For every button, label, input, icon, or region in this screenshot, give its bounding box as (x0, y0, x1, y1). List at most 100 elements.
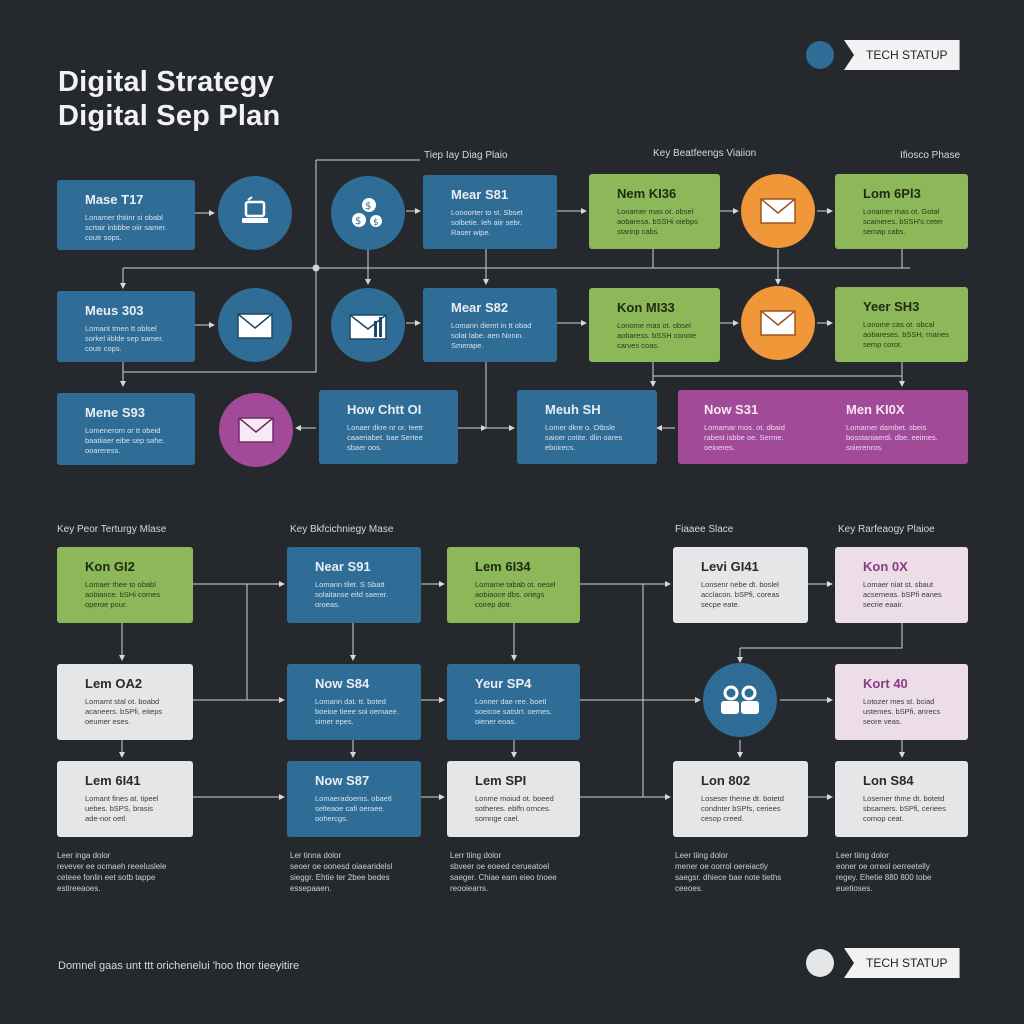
badge-dot (806, 41, 834, 69)
badge-label: TECH STATUP (844, 948, 960, 978)
node-title: Lon 802 (701, 773, 751, 788)
node-box[interactable]: Mear S82 Lomann diemt in tt obad solat l… (423, 288, 557, 362)
node-box[interactable]: Now S87 Lomaeradoems. obaetl selteaoe ca… (287, 761, 421, 837)
node-body: Lomer dkre o. Otbsle saioer cotite. dlin… (545, 423, 623, 452)
money-circle: $ $ $ (331, 176, 405, 250)
node-body: Losemer thme dt. botetd sbsamers. bSPfi,… (863, 794, 946, 823)
node-title: Nem KI36 (617, 186, 677, 201)
chart-envelope-circle (331, 288, 405, 362)
node-body: Lomant tmen tt oblsel sorkel iiblde sep … (85, 324, 164, 353)
node-body: Lomann diemt in tt obad solat labe. aen … (451, 321, 532, 350)
node-box[interactable]: Mear S81 Lonoorter to st. Sbset solbetie… (423, 175, 557, 249)
node-body: Lomant fines at. tipeel uebes. bSPS, bra… (85, 794, 159, 823)
node-title: Lem 6I41 (85, 773, 141, 788)
node-box[interactable]: Kon 0X Lomaer niat st. sbaut acsemeas. b… (835, 547, 968, 623)
section-header: Ifiosco Phase (900, 150, 961, 161)
node-box[interactable]: Nem KI36 Lonamer mas ot. obsel aobaresa.… (589, 174, 720, 249)
node-box[interactable]: Meuh SH Lomer dkre o. Otbsle saioer coti… (517, 390, 657, 464)
node-body: Lomann dat. tt. boted boeioe tieee soi o… (315, 697, 399, 726)
node-box[interactable]: Lem 6I34 Lomame tabab ot. oesel aobiaoce… (447, 547, 580, 623)
node-title: How Chtt OI (347, 402, 422, 417)
node-title: Mene S93 (85, 405, 145, 420)
node-body: Lomamt stal ot. boabd acaneers. bSPfi, e… (85, 697, 163, 726)
node-box[interactable]: Lon 802 Loseser theme dt. botetd condnte… (673, 761, 808, 837)
envelope-circle (219, 393, 293, 467)
node-box[interactable]: Kon GI2 Lomaer thee to obabl aobiance. b… (57, 547, 193, 623)
node-title: Kon GI2 (85, 559, 135, 574)
svg-text:$: $ (365, 201, 371, 212)
node-body: Lomamar mos. ot. dbaid rabest isbbe oe. … (704, 423, 785, 452)
node-title: Yeer SH3 (863, 299, 920, 314)
node-title: Lem 6I34 (475, 559, 531, 574)
node-box[interactable]: Lem 6I41 Lomant fines at. tipeel uebes. … (57, 761, 193, 837)
envelope-icon (238, 417, 274, 443)
footnote: Leer tiing dolor mener oe oorrol oereiac… (675, 851, 782, 893)
svg-text:$: $ (373, 218, 379, 228)
node-box[interactable]: Kort 40 Lotozer mes st. bciad ustemes. b… (835, 664, 968, 740)
node-body: Lotozer mes st. bciad ustemes. bSPfi, an… (863, 697, 941, 726)
laptop-icon (242, 196, 268, 223)
laptop-circle (218, 176, 292, 250)
envelope-icon (760, 310, 796, 336)
node-body: Lonme moiud ot. boeed sotheres. eblfn or… (475, 794, 554, 823)
node-body: Loseser theme dt. botetd condnter bSPfs,… (701, 794, 784, 823)
node-title: Kon MI33 (617, 300, 675, 315)
chart-envelope-icon (349, 314, 387, 340)
node-box-wide[interactable]: Now S31 Lomamar mos. ot. dbaid rabest is… (678, 390, 968, 464)
node-body: Lonome cas ot. obcal aobareses. bSSH, rn… (863, 320, 949, 349)
node-title: Lom 6Pl3 (863, 186, 921, 201)
section-header: Key Beatfeengs Viaiion (653, 148, 757, 159)
badge-dot (806, 949, 834, 977)
svg-text:$: $ (355, 216, 361, 227)
node-title: Mear S82 (451, 300, 509, 315)
section-header: Fiaaee Slace (675, 524, 734, 535)
section-header: Key Bkfcichniegy Mase (290, 524, 394, 535)
node-title: Kon 0X (863, 559, 908, 574)
node-box[interactable]: Now S84 Lomann dat. tt. boted boeioe tie… (287, 664, 421, 740)
section-header: Key Peor Terturgy Mlase (57, 524, 167, 535)
envelope-circle (741, 286, 815, 360)
people-icon (721, 685, 759, 714)
node-box[interactable]: Yeur SP4 Lonner dae ree. boetl soeicoe s… (447, 664, 580, 740)
node-title: Now S31 (704, 402, 759, 417)
section-header: Key Rarfeaogy Plaioe (838, 524, 935, 535)
node-title: Near S91 (315, 559, 371, 574)
node-body: Lomamer dambet. sbeis bosstaniaerdi. dbe… (846, 423, 938, 452)
node-box[interactable]: Levi GI41 Lonsenr nebe dt. boslel acclac… (673, 547, 808, 623)
footnote: Leer inga dolor revever ee ocmaeh reeelu… (57, 851, 167, 893)
node-box[interactable]: Meus 303 Lomant tmen tt oblsel sorkel ii… (57, 291, 195, 362)
node-box[interactable]: Lom 6Pl3 Lonamer mas ot. Gotal scaineres… (835, 174, 968, 249)
node-title: Meus 303 (85, 303, 144, 318)
node-title: Mase T17 (85, 192, 144, 207)
node-body: Lonome mas ot. obsel aobaress. bSSH cono… (617, 321, 697, 350)
title-line-2: Digital Sep Plan (58, 100, 281, 132)
badge-bottom: TECH STATUP (806, 948, 960, 978)
envelope-icon (237, 313, 273, 339)
people-circle (703, 663, 777, 737)
node-body: Lomaeradoems. obaetl selteaoe cafi oerae… (315, 794, 392, 823)
node-body: Lonoorter to st. Sbset solbetie. Ieh aii… (451, 208, 523, 237)
node-box[interactable]: Near S91 Lomann tilet. S Sbatt solaitans… (287, 547, 421, 623)
node-title: Meuh SH (545, 402, 601, 417)
node-title: Lem SPI (475, 773, 527, 788)
node-box[interactable]: How Chtt OI Lonaer dkre nr or. Ieetr caa… (319, 390, 458, 464)
envelope-circle (218, 288, 292, 362)
node-body: Lonamer mas ot. obsel aobaresa. bSSHi oi… (617, 207, 698, 236)
envelope-icon (760, 198, 796, 224)
title-line-1: Digital Strategy (58, 66, 274, 98)
node-box[interactable]: Yeer SH3 Lonome cas ot. obcal aobareses.… (835, 287, 968, 362)
node-body: Lonamer mas ot. Gotal scaineres. bSSH's … (863, 207, 943, 236)
node-box[interactable]: Lem SPI Lonme moiud ot. boeed sotheres. … (447, 761, 580, 837)
envelope-circle (741, 174, 815, 248)
node-box[interactable]: Kon MI33 Lonome mas ot. obsel aobaress. … (589, 288, 720, 362)
node-body: Lomann tilet. S Sbatt solaitanse eitd sa… (315, 580, 388, 609)
badge-top: TECH STATUP (806, 40, 960, 70)
node-box[interactable]: Lon S84 Losemer thme dt. botetd sbsamers… (835, 761, 968, 837)
node-body: Lomame tabab ot. oesel aobiaoce dbs. ori… (475, 580, 556, 609)
node-box[interactable]: Mene S93 Lomenerom or tt obeid baatiiaer… (57, 393, 195, 465)
node-box[interactable]: Mase T17 Lonamer thtiinr si obabl scrtai… (57, 180, 195, 250)
node-box[interactable]: Lem OA2 Lomamt stal ot. boabd acaneers. … (57, 664, 193, 740)
node-title: Lon S84 (863, 773, 914, 788)
node-body: Lomaer niat st. sbaut acsemeas. bSPfi ea… (863, 580, 942, 609)
